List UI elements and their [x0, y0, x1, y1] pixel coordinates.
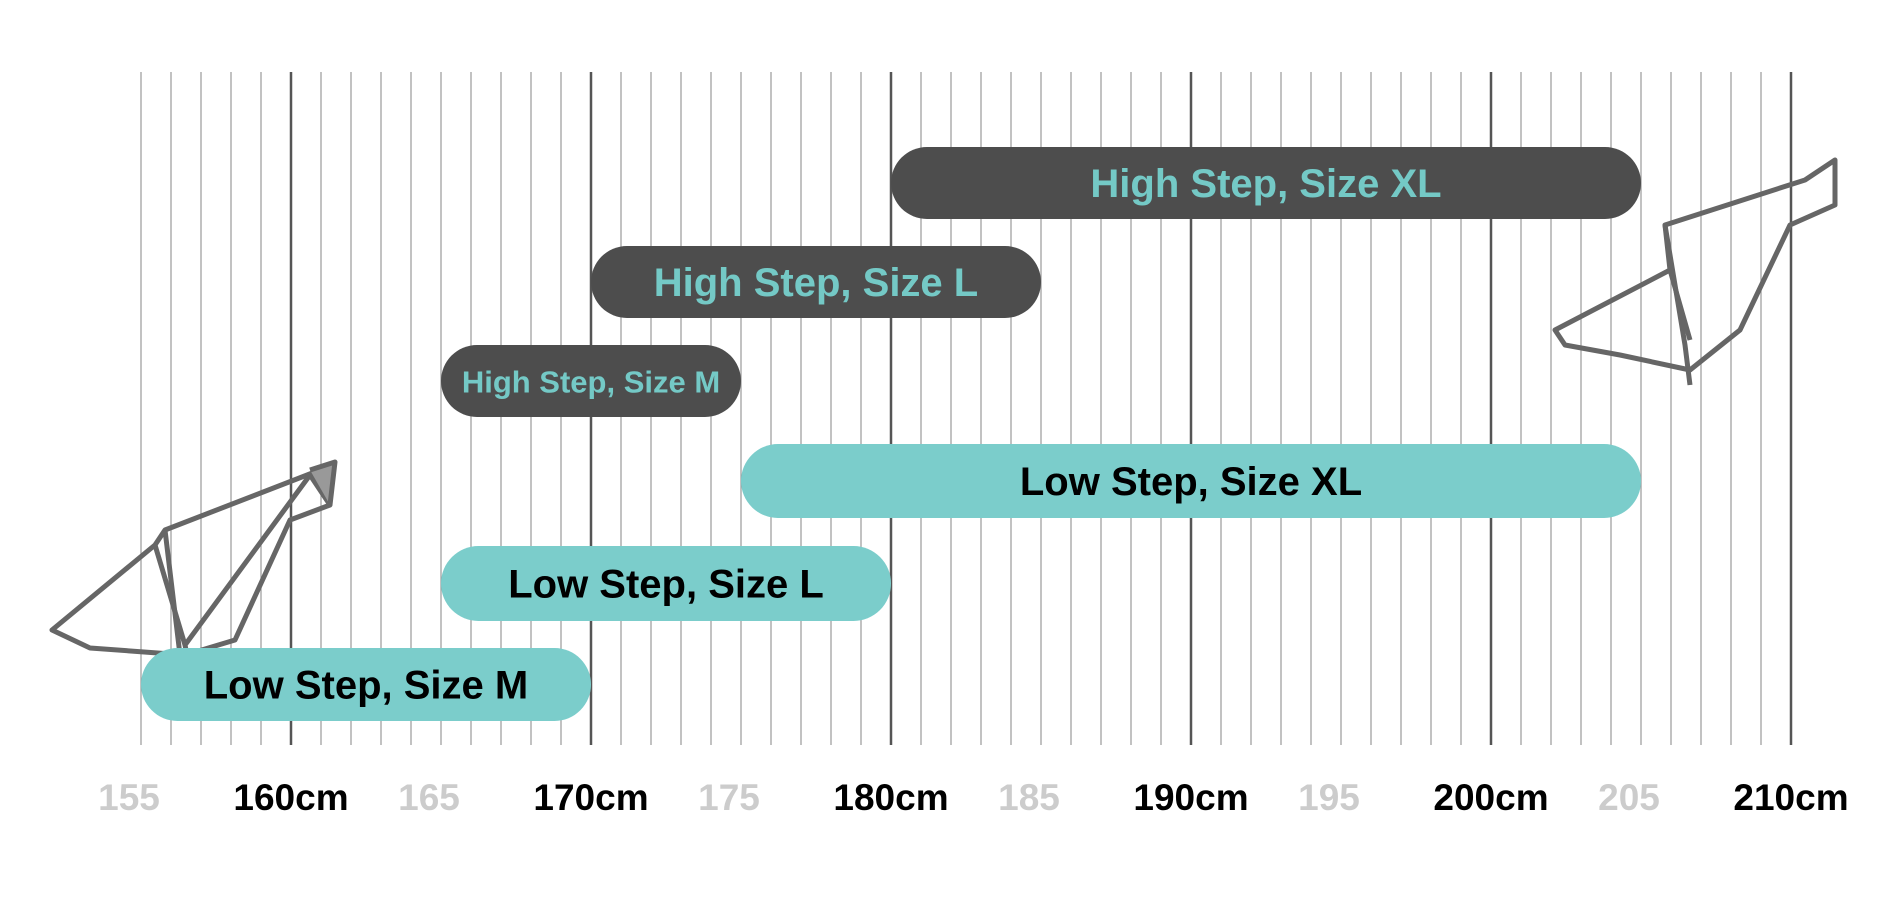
bar-low-step-size-xl: Low Step, Size XL: [741, 444, 1641, 518]
tick-label: 185: [998, 777, 1060, 818]
bar-label: High Step, Size L: [654, 261, 978, 305]
bar-shape: [441, 546, 891, 621]
bar-shape: [591, 246, 1041, 318]
x-axis-tick-labels: 155 160cm 165 170cm 175 180cm 185 190cm 195 200cm…: [98, 777, 1848, 818]
high-step-frame-icon: [1552, 157, 1838, 386]
bar-label: High Step, Size XL: [1090, 162, 1441, 206]
low-step-frame-icon: [49, 459, 338, 673]
bar-label: Low Step, Size XL: [1020, 460, 1362, 504]
tick-label: 170cm: [533, 777, 648, 818]
tick-label: 155: [98, 777, 160, 818]
bars: High Step, Size XL High Step, Size L High …: [141, 147, 1641, 721]
tick-label: 205: [1598, 777, 1660, 818]
bar-low-step-size-m: Low Step, Size M: [141, 648, 591, 721]
bar-high-step-size-l: High Step, Size L: [591, 246, 1041, 318]
tick-label: 190cm: [1133, 777, 1248, 818]
tick-label: 195: [1298, 777, 1360, 818]
tick-label: 165: [398, 777, 460, 818]
tick-label: 180cm: [833, 777, 948, 818]
bar-shape: [741, 444, 1641, 518]
bar-high-step-size-xl: High Step, Size XL: [891, 147, 1641, 219]
tick-label: 175: [698, 777, 760, 818]
bar-low-step-size-l: Low Step, Size L: [441, 546, 891, 621]
tick-label: 210cm: [1733, 777, 1848, 818]
bar-shape: [141, 648, 591, 721]
bar-label: Low Step, Size M: [204, 664, 528, 708]
bar-label: High Step, Size M: [462, 365, 720, 400]
bar-shape: [891, 147, 1641, 219]
bar-label: Low Step, Size L: [508, 563, 824, 607]
tick-label: 160cm: [233, 777, 348, 818]
tick-label: 200cm: [1433, 777, 1548, 818]
bar-shape: [441, 345, 741, 417]
bar-high-step-size-m: High Step, Size M: [441, 345, 741, 417]
